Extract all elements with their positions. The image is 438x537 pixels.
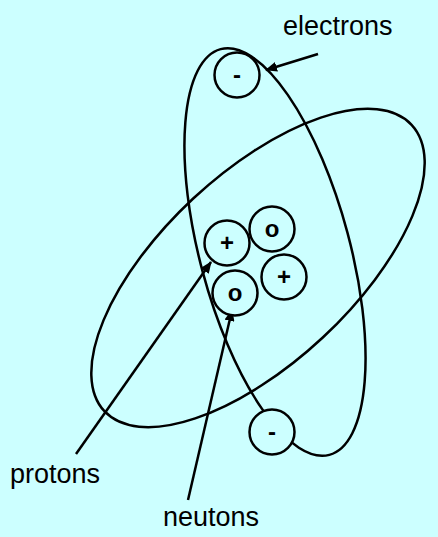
electron-circle: - (248, 408, 296, 456)
proton-circle: + (203, 219, 251, 267)
charge-symbol: o (211, 269, 259, 317)
callout-label: protons (10, 460, 100, 490)
proton-circle: + (260, 253, 308, 301)
leader-line (188, 310, 232, 500)
leader-line (266, 54, 318, 70)
charge-symbol: o (248, 205, 296, 253)
charge-symbol: + (260, 253, 308, 301)
orbit (148, 30, 402, 475)
orbit (40, 55, 438, 480)
charge-symbol: + (203, 219, 251, 267)
leader-line (76, 262, 211, 454)
electron-circle: - (213, 51, 261, 99)
neutron-circle: o (211, 269, 259, 317)
callout-label: electrons (283, 12, 393, 42)
charge-symbol: - (213, 51, 261, 99)
neutron-circle: o (248, 205, 296, 253)
callout-label: neutons (163, 503, 259, 533)
charge-symbol: - (248, 408, 296, 456)
